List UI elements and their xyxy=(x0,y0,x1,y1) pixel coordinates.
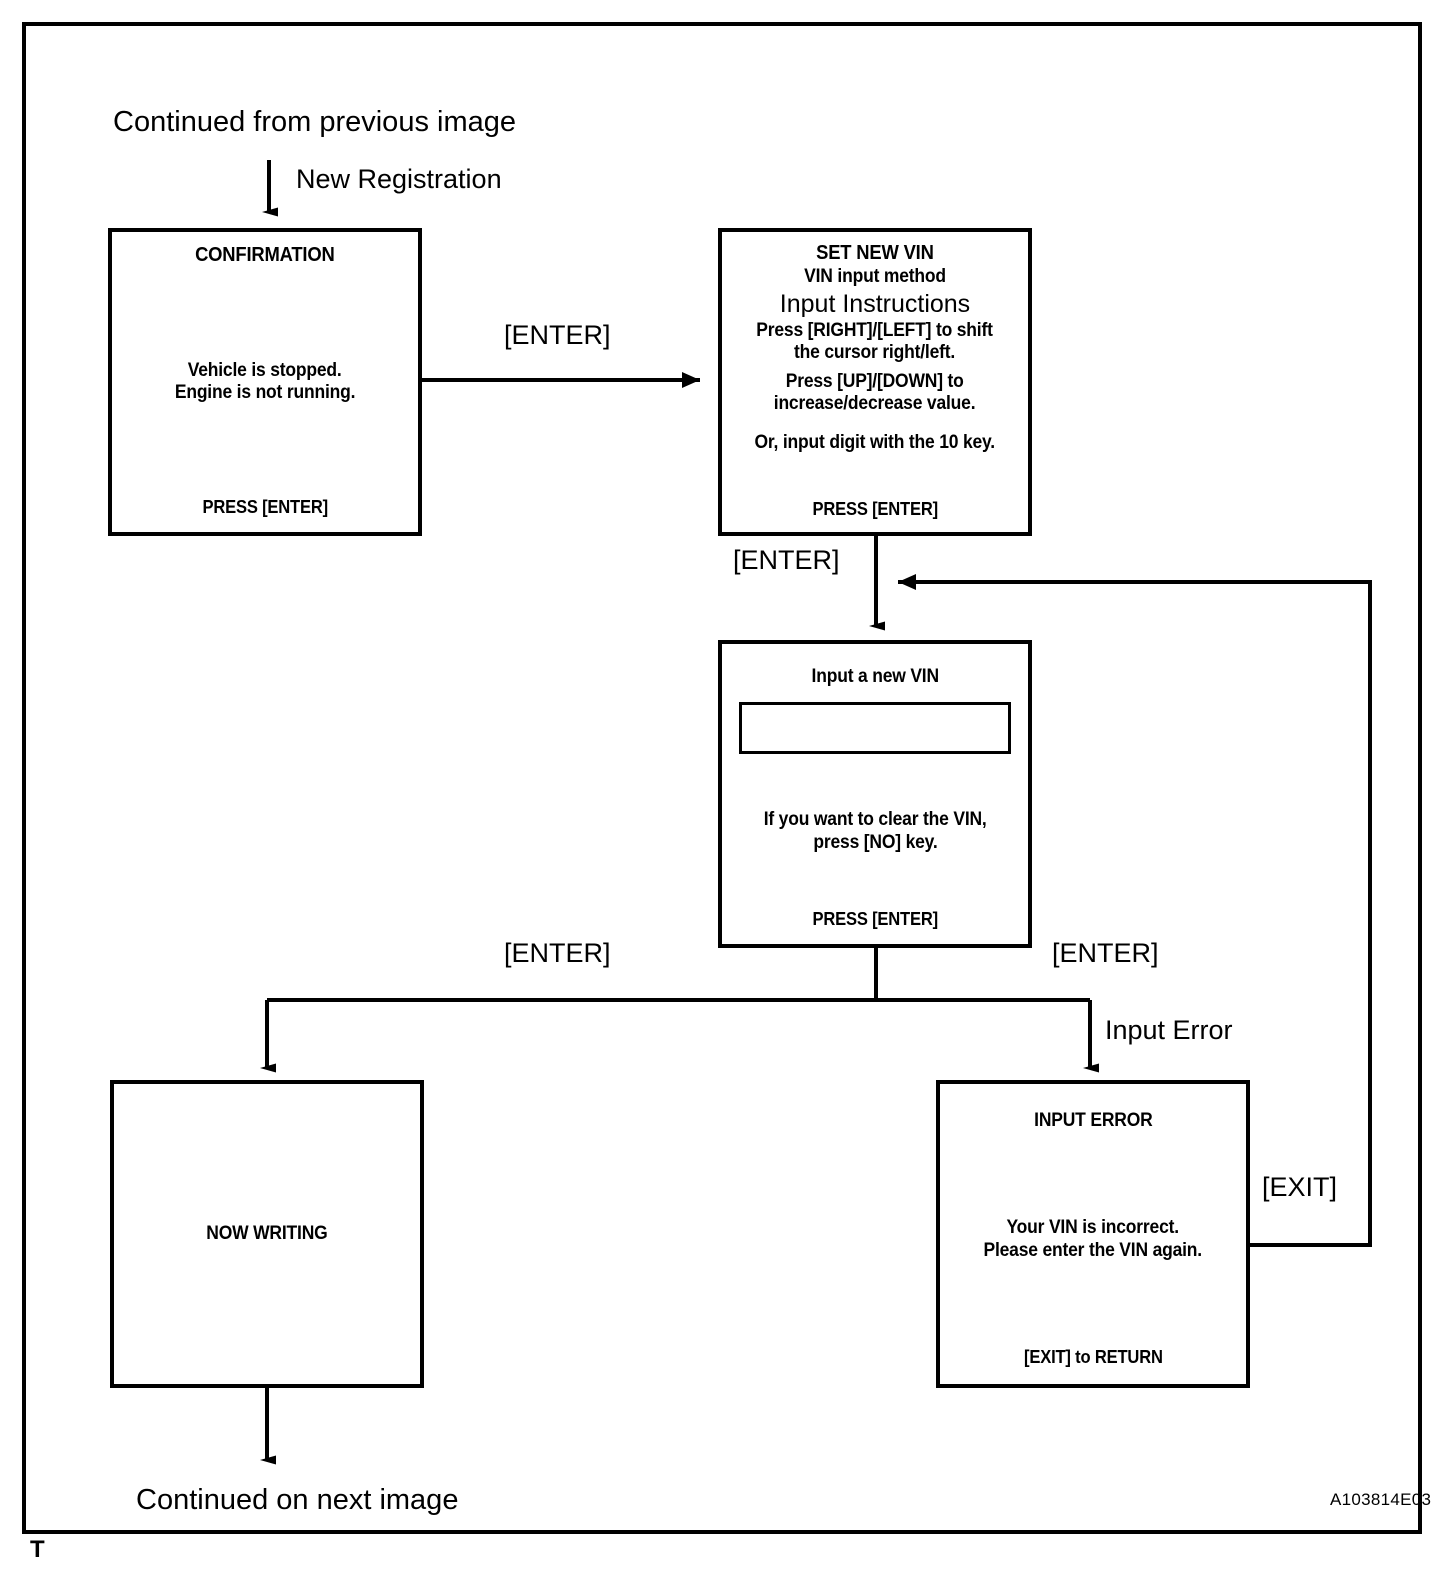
figure-outer-border xyxy=(22,22,1422,1534)
now-writing-title: NOW WRITING xyxy=(206,1222,328,1244)
screen-now-writing: NOW WRITING xyxy=(110,1080,424,1388)
edge-label-enter-to-inputvin: [ENTER] xyxy=(733,545,840,575)
set-new-vin-instruction-4: increase/decrease value. xyxy=(774,393,976,415)
set-new-vin-instruction-2: the cursor right/left. xyxy=(794,342,956,364)
input-new-vin-hint-2: press [NO] key. xyxy=(812,831,938,853)
screen-set-new-vin: SET NEW VIN VIN input method Input Instr… xyxy=(718,228,1032,536)
edge-label-input-error: Input Error xyxy=(1105,1015,1233,1045)
edge-label-enter-right: [ENTER] xyxy=(1052,938,1159,968)
input-error-line-1: Your VIN is incorrect. xyxy=(1006,1217,1180,1239)
set-new-vin-title: SET NEW VIN xyxy=(816,242,934,264)
input-new-vin-hint-1: If you want to clear the VIN, xyxy=(763,809,987,831)
input-error-line-2: Please enter the VIN again. xyxy=(983,1239,1203,1261)
input-new-vin-title: Input a new VIN xyxy=(811,666,939,687)
screen-confirmation: CONFIRMATION Vehicle is stopped. Engine … xyxy=(108,228,422,536)
edge-label-exit-return: [EXIT] xyxy=(1262,1172,1338,1202)
set-new-vin-footer: PRESS [ENTER] xyxy=(812,498,938,519)
screen-input-error: INPUT ERROR Your VIN is incorrect. Pleas… xyxy=(936,1080,1250,1388)
edge-label-new-registration: New Registration xyxy=(296,164,502,194)
set-new-vin-subtitle: VIN input method xyxy=(804,265,946,287)
confirmation-line-2: Engine is not running. xyxy=(174,382,356,404)
entry-caption: Continued from previous image xyxy=(113,106,516,138)
set-new-vin-note: Or, input digit with the 10 key. xyxy=(754,431,996,453)
input-error-footer: [EXIT] to RETURN xyxy=(1023,1346,1163,1367)
figure-code: A103814E03 xyxy=(1330,1490,1432,1509)
confirmation-footer: PRESS [ENTER] xyxy=(202,496,328,517)
set-new-vin-heading: Input Instructions xyxy=(779,290,971,318)
vin-input-field[interactable] xyxy=(739,702,1011,755)
set-new-vin-instruction-1: Press [RIGHT]/[LEFT] to shift xyxy=(756,320,994,341)
corner-mark: T xyxy=(30,1536,45,1563)
input-new-vin-footer: PRESS [ENTER] xyxy=(812,908,938,929)
set-new-vin-instruction-3: Press [UP]/[DOWN] to xyxy=(786,370,964,392)
exit-caption: Continued on next image xyxy=(136,1484,459,1516)
input-error-title: INPUT ERROR xyxy=(1033,1110,1153,1131)
edge-label-enter-left: [ENTER] xyxy=(504,938,611,968)
confirmation-title: CONFIRMATION xyxy=(195,244,335,266)
screen-input-new-vin: Input a new VIN If you want to clear the… xyxy=(718,640,1032,948)
confirmation-line-1: Vehicle is stopped. xyxy=(188,359,342,381)
edge-label-enter-to-setvin: [ENTER] xyxy=(504,320,611,350)
